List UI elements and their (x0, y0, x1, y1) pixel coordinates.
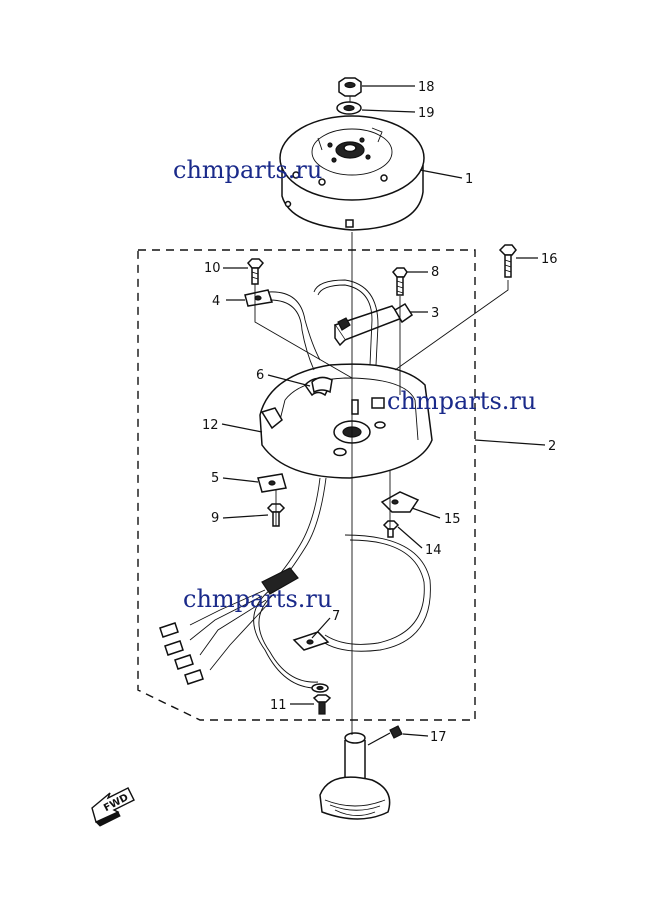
leader-7 (311, 617, 331, 639)
leader-17 (402, 733, 429, 737)
callout-9: 9 (211, 511, 219, 526)
callout-8: 8 (431, 265, 439, 280)
bolt-16 (498, 244, 517, 278)
leader-1 (419, 169, 463, 179)
callout-15: 15 (444, 512, 461, 527)
leader-6 (267, 374, 311, 387)
watermark-bottom: chmparts.ru (183, 585, 332, 613)
callout-6: 6 (256, 368, 264, 383)
callout-12: 12 (202, 418, 219, 433)
watermark-top: chmparts.ru (173, 156, 322, 184)
leader-5 (222, 477, 259, 483)
callout-14: 14 (425, 543, 442, 558)
ground-terminal (311, 683, 329, 693)
screw-14 (382, 520, 400, 538)
callout-4: 4 (212, 294, 220, 309)
wire-harness (159, 279, 431, 689)
callout-17: 17 (430, 730, 447, 745)
woodruff-key-17 (389, 725, 403, 739)
flywheel-washer (336, 101, 362, 115)
guide-line-10 (254, 284, 353, 379)
fwd-arrow-icon: FWD (91, 787, 135, 827)
bolt-10 (246, 258, 265, 285)
pivot-shaft (319, 732, 391, 820)
guide-line-16 (394, 280, 509, 371)
leader-15 (411, 507, 441, 519)
callout-5: 5 (211, 471, 219, 486)
leader-19 (361, 109, 416, 113)
callout-2: 2 (548, 439, 556, 454)
wire-clamp-5 (257, 473, 287, 493)
flywheel-nut (338, 77, 362, 97)
pulser-coil (333, 302, 414, 347)
callout-3: 3 (431, 306, 439, 321)
callout-1: 1 (465, 172, 473, 187)
callout-7: 7 (332, 609, 340, 624)
watermark-middle: chmparts.ru (387, 387, 536, 415)
callout-18: 18 (418, 80, 435, 95)
bolt-8 (391, 267, 408, 296)
flywheel (279, 115, 425, 231)
wire-grommet (311, 376, 333, 394)
leader-14 (397, 526, 423, 549)
callout-10: 10 (204, 261, 221, 276)
callout-19: 19 (418, 106, 435, 121)
leader-9 (222, 514, 269, 519)
coil-lead-bracket (244, 289, 321, 371)
callout-16: 16 (541, 252, 558, 267)
stator-base-plate (259, 363, 433, 479)
leader-2 (474, 439, 546, 446)
ground-clamp-7 (292, 631, 330, 651)
assembly-boundary-dashed (137, 249, 476, 721)
screw-11 (312, 694, 332, 715)
callout-11: 11 (270, 698, 287, 713)
wire-clamp-15 (380, 491, 420, 513)
leader-pivot (367, 732, 391, 746)
leader-12 (221, 423, 263, 433)
